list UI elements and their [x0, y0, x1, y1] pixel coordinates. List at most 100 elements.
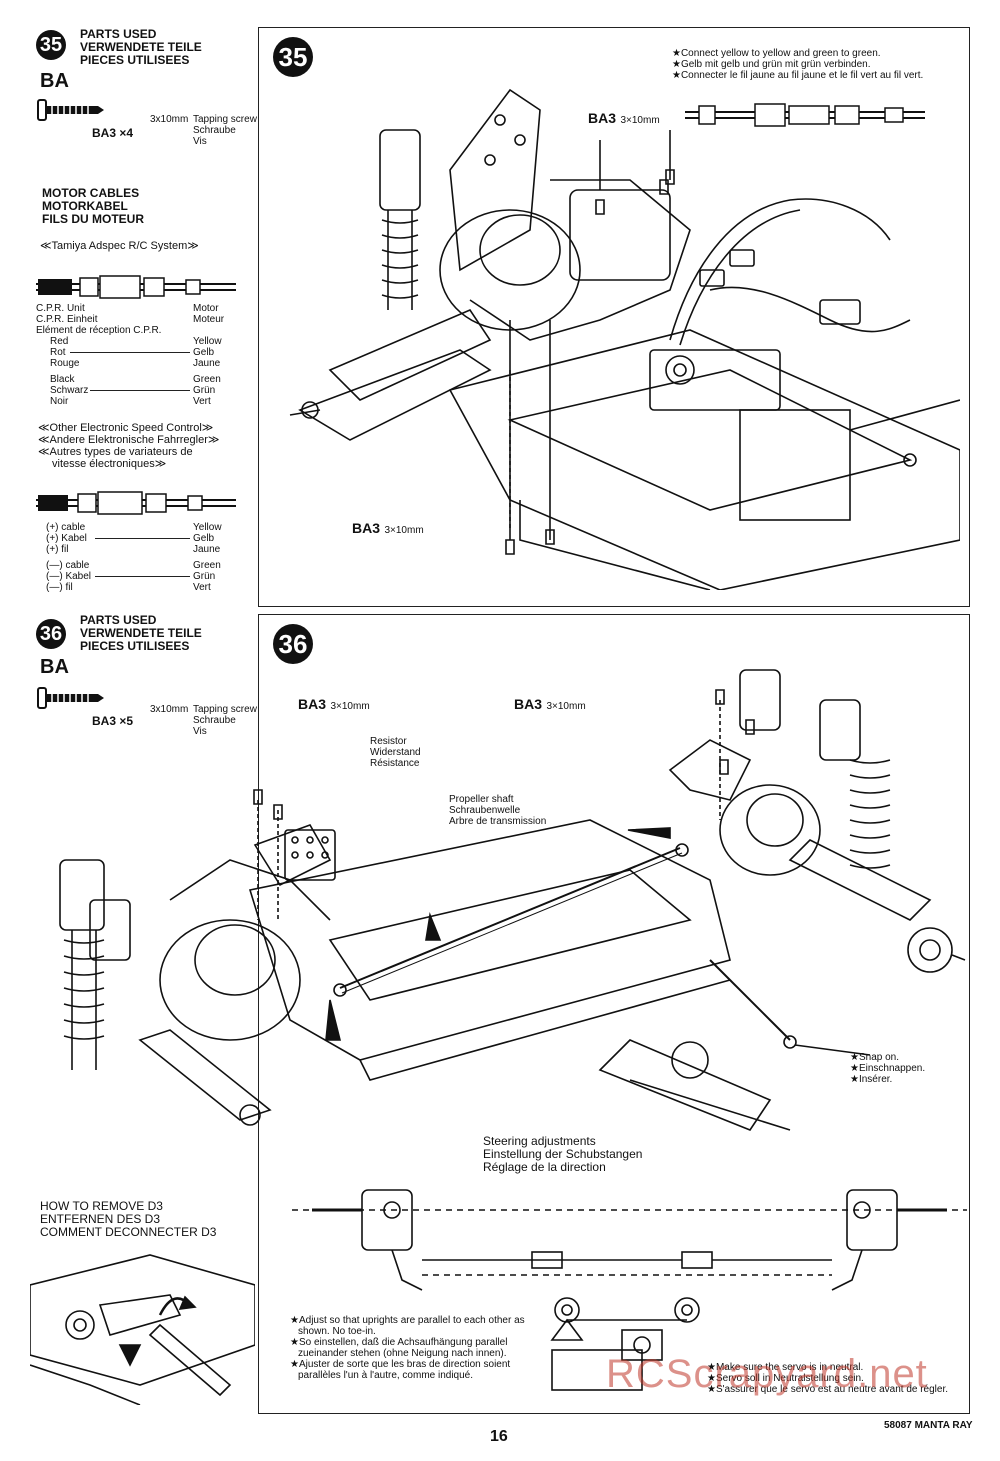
black-green-connector-line — [90, 390, 190, 391]
adjust-note-4: zueinander stehen (ohne Neigung nach inn… — [298, 1348, 507, 1359]
step-35-bag-label: BA — [40, 70, 69, 92]
step-35-screw-size: 3x10mm — [150, 114, 189, 125]
adjust-notes: ★Adjust so that uprights are parallel to… — [290, 1315, 525, 1381]
steering-en: Steering adjustments — [483, 1134, 596, 1148]
red-en: Red — [50, 336, 69, 347]
servo-note-fr: ★S'assurer que le servo est au neutre av… — [707, 1384, 949, 1395]
snap-en: ★Snap on. — [850, 1052, 899, 1063]
adjust-note-2: shown. No toe-in. — [298, 1326, 376, 1337]
yellow2-fr: Jaune — [193, 544, 221, 555]
red-labels: Red Rot Rouge — [50, 336, 79, 369]
other-esc-fr: ≪Autres types de variateurs de — [38, 446, 193, 458]
snap-on-label: ★Snap on. ★Einschnappen. ★Insérer. — [850, 1052, 925, 1085]
yellow-en: Yellow — [193, 336, 222, 347]
yellow-de: Gelb — [193, 347, 215, 358]
remove-d3-heading: HOW TO REMOVE D3 ENTFERNEN DES D3 COMMEN… — [40, 1200, 216, 1239]
propshaft-de: Schraubenwelle — [449, 805, 521, 816]
motor-de: Moteur — [193, 314, 225, 325]
black-en: Black — [50, 374, 75, 385]
step-36-right-callout: BA3 3×10mm — [514, 696, 586, 714]
step-35-number: 35 — [39, 33, 63, 56]
motor-cables-fr: FILS DU MOTEUR — [42, 212, 144, 226]
plus-de: (+) Kabel — [46, 533, 87, 544]
adjust-note-6: parallèles l'un à l'autre, comme indiqué… — [298, 1370, 474, 1381]
page-number: 16 — [490, 1428, 508, 1445]
black-labels: Black Schwarz Noir — [50, 374, 88, 407]
plus-cable-labels: (+) cable (+) Kabel (+) fil — [46, 522, 87, 555]
motor-cables-heading: MOTOR CABLES MOTORKABEL FILS DU MOTEUR — [42, 187, 144, 226]
minus-cable-labels: (—) cable (—) Kabel (—) fil — [46, 560, 91, 593]
callout-top-size: 3×10mm — [620, 115, 660, 126]
adjust-note-3: ★So einstellen, daß die Achsaufhängung p… — [290, 1337, 508, 1348]
minus-en: (—) cable — [46, 560, 90, 571]
minus-fr: (—) fil — [46, 582, 73, 593]
resistor-en: Resistor — [370, 736, 407, 747]
watermark: RCScrapyard.net — [606, 1352, 928, 1396]
screw-name-fr-36: Vis — [193, 726, 207, 737]
remove-d3-illustration — [30, 1254, 255, 1405]
green-en: Green — [193, 374, 221, 385]
connect-note-de: ★Gelb mit gelb und grün mit grün verbind… — [672, 59, 871, 70]
step-36-badge: 36 — [36, 619, 66, 649]
connect-note-fr: ★Connecter le fil jaune au fil jaune et … — [672, 70, 924, 81]
step-35-top-callout: BA3 3×10mm — [588, 110, 660, 128]
step-35-screw-code: BA3 ×4 — [92, 126, 134, 140]
cpr-labels: C.P.R. Unit C.P.R. Einheit Elément de ré… — [36, 303, 161, 336]
step-36-left-callout: BA3 3×10mm — [298, 696, 370, 714]
adjust-note-1: ★Adjust so that uprights are parallel to… — [290, 1315, 525, 1326]
step-36-number: 36 — [39, 622, 63, 645]
parts-used-fr-36: PIECES UTILISEES — [80, 639, 190, 653]
green2-de: Grün — [193, 571, 216, 582]
steering-de: Einstellung der Schubstangen — [483, 1147, 643, 1161]
steering-fr: Réglage de la direction — [483, 1160, 606, 1174]
parts-used-de-36: VERWENDETE TEILE — [80, 626, 202, 640]
green2-fr: Vert — [193, 582, 211, 593]
servo-neutral-notes: ★Make sure the servo is in neutral. ★Ser… — [707, 1362, 948, 1395]
screw-name-de: Schraube — [193, 125, 236, 136]
esc-connector-diagram — [36, 491, 236, 515]
step-36-frame-number: 36 — [278, 628, 308, 659]
green2-labels: Green Grün Vert — [193, 560, 221, 593]
connect-note-en: ★Connect yellow to yellow and green to g… — [672, 48, 881, 59]
screw-name-en-36: Tapping screw — [193, 704, 257, 715]
callout-top-code: BA3 — [588, 110, 617, 126]
resistor-label: Resistor Widerstand Résistance — [370, 736, 421, 769]
propshaft-en: Propeller shaft — [449, 794, 514, 805]
other-esc-labels: ≪Other Electronic Speed Control≫ ≪Andere… — [38, 422, 219, 470]
parts-used-de: VERWENDETE TEILE — [80, 40, 202, 54]
servo-note-en: ★Make sure the servo is in neutral. — [707, 1362, 864, 1373]
step-36-parts-used-heading: PARTS USED VERWENDETE TEILE PIECES UTILI… — [80, 614, 202, 653]
minus-de: (—) Kabel — [46, 571, 92, 582]
step-36-screw-code: BA3 ×5 — [92, 714, 134, 728]
step-35-chassis-drawing — [289, 88, 960, 590]
propshaft-fr: Arbre de transmission — [449, 816, 547, 827]
callout-bottom-size: 3×10mm — [384, 525, 424, 536]
servo-note-de: ★Servo soll in Neutralstellung sein. — [707, 1373, 864, 1384]
screw-icon — [37, 99, 104, 121]
step-35-screw-names: Tapping screw Schraube Vis — [193, 114, 257, 147]
screw-icon — [37, 687, 104, 709]
step-36-frame-badge: 36 — [273, 624, 313, 664]
other-esc-de: ≪Andere Elektronische Fahrregler≫ — [38, 434, 220, 446]
green-fr: Vert — [193, 396, 211, 407]
cpr-de: C.P.R. Einheit — [36, 314, 98, 325]
callout-right-code: BA3 — [514, 696, 543, 712]
green2-en: Green — [193, 560, 221, 571]
cpr-en: C.P.R. Unit — [36, 303, 85, 314]
yellow-fr: Jaune — [193, 358, 221, 369]
step-36-screw-size: 3x10mm — [150, 704, 189, 715]
step-35-frame-number: 35 — [278, 41, 308, 72]
propshaft-label: Propeller shaft Schraubenwelle Arbre de … — [449, 794, 546, 827]
snap-de: ★Einschnappen. — [850, 1063, 926, 1074]
step-36-chassis-drawing — [59, 669, 966, 1131]
remove-d3-en: HOW TO REMOVE D3 — [40, 1199, 163, 1213]
screw-name-de-36: Schraube — [193, 715, 236, 726]
plus-connector-line — [95, 538, 190, 539]
black-fr: Noir — [50, 396, 69, 407]
motor-cables-de: MOTORKABEL — [42, 199, 128, 213]
motor-cables-en: MOTOR CABLES — [42, 186, 140, 200]
connect-notes: ★Connect yellow to yellow and green to g… — [672, 48, 923, 81]
other-esc-en: ≪Other Electronic Speed Control≫ — [38, 422, 214, 434]
black-de: Schwarz — [50, 385, 89, 396]
yellow2-labels: Yellow Gelb Jaune — [193, 522, 222, 555]
